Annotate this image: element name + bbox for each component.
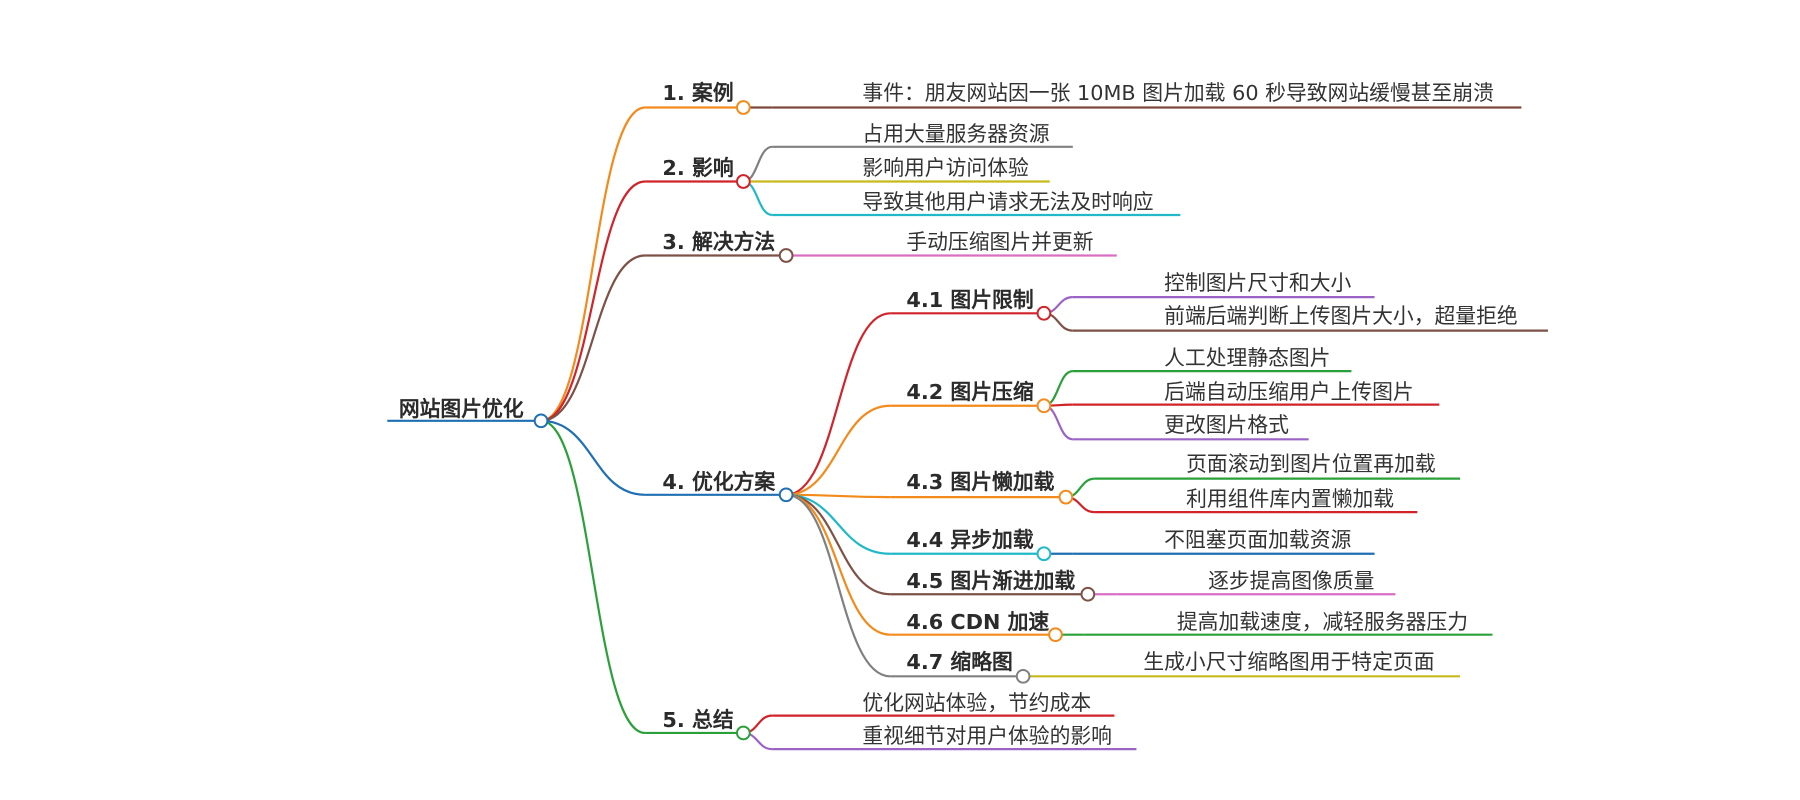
leaf-label: 手动压缩图片并更新 xyxy=(906,230,1094,255)
leaf-label: 更改图片格式 xyxy=(1164,413,1289,438)
circle-node-icon xyxy=(735,174,751,189)
leaf-label: 逐步提高图像质量 xyxy=(1208,569,1375,594)
leaf-label: 重视细节对用户体验的影响 xyxy=(862,724,1112,749)
circle-node-icon xyxy=(1058,489,1074,505)
branch-connector xyxy=(541,419,646,496)
sub-branch-connector xyxy=(786,493,891,678)
sub-branch-connector xyxy=(786,493,891,636)
branch-connector xyxy=(540,180,646,422)
leaf-label: 页面滚动到图片位置再加载 xyxy=(1186,452,1436,477)
leaf-label: 后端自动压缩用户上传图片 xyxy=(1164,379,1414,404)
leaf-label: 导致其他用户请求无法及时响应 xyxy=(862,190,1154,215)
sub-branch-label-s43: 4.3 图片懒加载 xyxy=(906,469,1055,494)
leaf-label: 不阻塞页面加载资源 xyxy=(1164,527,1352,552)
leaf-label: 利用组件库内置懒加载 xyxy=(1186,487,1395,512)
sub-branch-connector xyxy=(786,493,891,596)
root-topic-label: 网站图片优化 xyxy=(398,396,524,421)
leaf-label: 占用大量服务器资源 xyxy=(862,121,1050,146)
leaf-label: 控制图片尺寸和大小 xyxy=(1164,270,1352,295)
circle-node-icon xyxy=(1015,668,1031,684)
leaf-label: 前端后端判断上传图片大小，超量拒绝 xyxy=(1164,304,1518,329)
sub-branch-connector xyxy=(786,493,891,555)
branch-connector xyxy=(540,106,646,422)
circle-node-icon xyxy=(778,487,794,503)
circle-node-icon xyxy=(1036,546,1052,562)
sub-branch-label-s45: 4.5 图片渐进加载 xyxy=(906,569,1076,594)
sub-branch-label-s41: 4.1 图片限制 xyxy=(906,288,1034,313)
leaf-label: 人工处理静态图片 xyxy=(1164,346,1331,371)
sub-branch-label-s47: 4.7 缩略图 xyxy=(906,650,1013,675)
sub-branch-label-s44: 4.4 异步加载 xyxy=(906,527,1034,552)
circle-node-icon xyxy=(735,725,751,741)
sub-branch-label-s46: 4.6 CDN 加速 xyxy=(906,609,1050,634)
sub-branch-connector xyxy=(786,404,891,496)
circle-node-icon xyxy=(1080,586,1096,602)
sub-branch-connector xyxy=(786,493,891,499)
leaf-label: 优化网站体验，节约成本 xyxy=(862,690,1092,715)
sub-branch-label-s42: 4.2 图片压缩 xyxy=(906,379,1034,404)
circle-node-icon xyxy=(1036,305,1052,321)
circle-node-icon xyxy=(735,100,751,115)
leaf-label: 影响用户访问体验 xyxy=(862,156,1029,181)
branch-connector xyxy=(540,254,646,422)
branch-label-b4: 4. 优化方案 xyxy=(662,469,776,494)
branch-label-b1: 1. 案例 xyxy=(662,81,734,106)
leaf-label: 提高加载速度，减轻服务器压力 xyxy=(1176,609,1469,634)
branch-label-b2: 2. 影响 xyxy=(662,156,734,181)
leaf-label: 事件：朋友网站因一张 10MB 图片加载 60 秒导致网站缓慢甚至崩溃 xyxy=(862,81,1494,106)
circle-node-icon xyxy=(778,248,794,263)
branch-connector xyxy=(540,419,646,735)
leaf-label: 生成小尺寸缩略图用于特定页面 xyxy=(1143,650,1435,675)
circle-node-icon xyxy=(533,413,549,429)
branch-label-b3: 3. 解决方法 xyxy=(662,230,776,255)
branch-label-b5: 5. 总结 xyxy=(662,707,734,732)
circle-node-icon xyxy=(1048,627,1063,643)
circle-node-icon xyxy=(1036,398,1052,414)
sub-branch-connector xyxy=(786,312,891,496)
